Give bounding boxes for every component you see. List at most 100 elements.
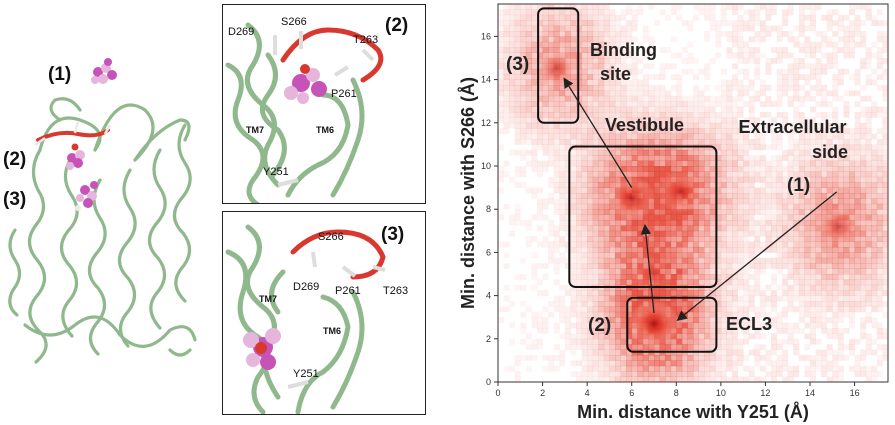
heatmap-cell: [876, 144, 883, 151]
inset-position-3: S266 D269 P261 T263 Y251 TM7 TM6 (3): [222, 211, 426, 415]
heatmap-cell: [615, 214, 621, 221]
heatmap-cell: [832, 31, 839, 37]
heatmap-cell: [759, 365, 766, 372]
heatmap-cell: [860, 63, 867, 70]
heatmap-cell: [832, 360, 839, 367]
heatmap-cell: [687, 209, 694, 215]
heatmap-cell: [743, 317, 750, 323]
heatmap-cell: [782, 166, 789, 172]
heatmap-cell: [720, 247, 727, 253]
heatmap-cell: [592, 63, 599, 70]
heatmap-cell: [626, 344, 633, 350]
heatmap-cell: [737, 25, 744, 32]
heatmap-cell: [559, 4, 566, 10]
heatmap-cell: [592, 155, 599, 161]
heatmap-cell: [748, 20, 755, 26]
heatmap-cell: [592, 47, 599, 53]
heatmap-cell: [670, 128, 677, 134]
heatmap-cell: [598, 20, 605, 26]
heatmap-cell: [576, 306, 582, 313]
heatmap-cell: [615, 128, 621, 134]
heatmap-cell: [860, 230, 867, 237]
heatmap-cell: [882, 176, 889, 183]
heatmap-cell: [732, 333, 738, 340]
heatmap-cell: [587, 31, 594, 37]
heatmap-cell: [559, 209, 566, 215]
heatmap-cell: [581, 85, 588, 91]
heatmap-cell: [687, 230, 694, 237]
heatmap-cell: [598, 176, 605, 183]
heatmap-cell: [782, 247, 789, 253]
heatmap-cell: [676, 301, 683, 307]
heatmap-cell: [581, 225, 588, 232]
heatmap-cell: [776, 257, 783, 264]
heatmap-cell: [626, 349, 633, 356]
heatmap-cell: [865, 106, 872, 113]
heatmap-cell: [637, 79, 644, 86]
heatmap-cell: [598, 241, 605, 248]
heatmap-cell: [509, 68, 516, 75]
heatmap-cell: [609, 214, 616, 221]
heatmap-cell: [676, 328, 683, 334]
heatmap-cell: [687, 214, 694, 221]
heatmap-cell: [882, 284, 889, 291]
heatmap-cell: [559, 257, 566, 264]
heatmap-cell: [865, 274, 872, 280]
heatmap-cell: [726, 252, 733, 259]
heatmap-cell: [732, 198, 738, 205]
heatmap-cell: [531, 112, 538, 118]
heatmap-cell: [531, 139, 538, 145]
heatmap-cell: [509, 176, 516, 183]
heatmap-cell: [559, 252, 566, 259]
heatmap-cell: [698, 322, 705, 329]
heatmap-cell: [631, 90, 638, 97]
heatmap-cell: [537, 166, 543, 172]
heatmap-cell: [737, 160, 744, 167]
heatmap-cell: [715, 214, 722, 221]
heatmap-cell: [576, 279, 582, 286]
heatmap-cell: [626, 225, 633, 232]
heatmap-cell: [559, 155, 566, 161]
heatmap-cell: [732, 160, 738, 167]
heatmap-cell: [642, 166, 649, 172]
heatmap-cell: [648, 95, 655, 102]
heatmap-cell: [837, 122, 844, 129]
heatmap-cell: [737, 176, 744, 183]
heatmap-cell: [759, 25, 766, 32]
heatmap-cell: [648, 139, 655, 145]
heatmap-cell: [603, 376, 610, 383]
heatmap-cell: [720, 14, 727, 21]
inset-3-residue-s266: S266: [318, 231, 344, 243]
heatmap-cell: [821, 279, 828, 286]
heatmap-cell: [537, 209, 543, 215]
heatmap-cell: [553, 20, 560, 26]
heatmap-cell: [787, 155, 794, 161]
heatmap-cell: [743, 365, 750, 372]
heatmap-cell: [793, 63, 800, 70]
heatmap-cell: [787, 166, 794, 172]
heatmap-cell: [592, 101, 599, 107]
heatmap-cell: [709, 241, 716, 248]
heatmap-cell: [804, 214, 811, 221]
heatmap-cell: [860, 241, 867, 248]
heatmap-cell: [659, 290, 666, 296]
heatmap-cell: [564, 241, 571, 248]
heatmap-cell: [537, 41, 543, 48]
heatmap-cell: [771, 236, 777, 242]
heatmap-cell: [570, 133, 577, 140]
heatmap-cell: [798, 187, 805, 194]
heatmap-cell: [704, 133, 711, 140]
heatmap-cell: [798, 306, 805, 313]
heatmap-cell: [559, 220, 566, 226]
heatmap-cell: [720, 85, 727, 91]
heatmap-cell: [570, 252, 577, 259]
heatmap-cell: [615, 63, 621, 70]
heatmap-cell: [876, 225, 883, 232]
heatmap-cell: [531, 31, 538, 37]
heatmap-cell: [553, 149, 560, 156]
heatmap-cell: [514, 58, 521, 64]
inset-2-residue-d269: D269: [228, 26, 254, 38]
heatmap-cell: [525, 74, 532, 80]
heatmap-cell: [854, 149, 861, 156]
heatmap-cell: [693, 149, 699, 156]
